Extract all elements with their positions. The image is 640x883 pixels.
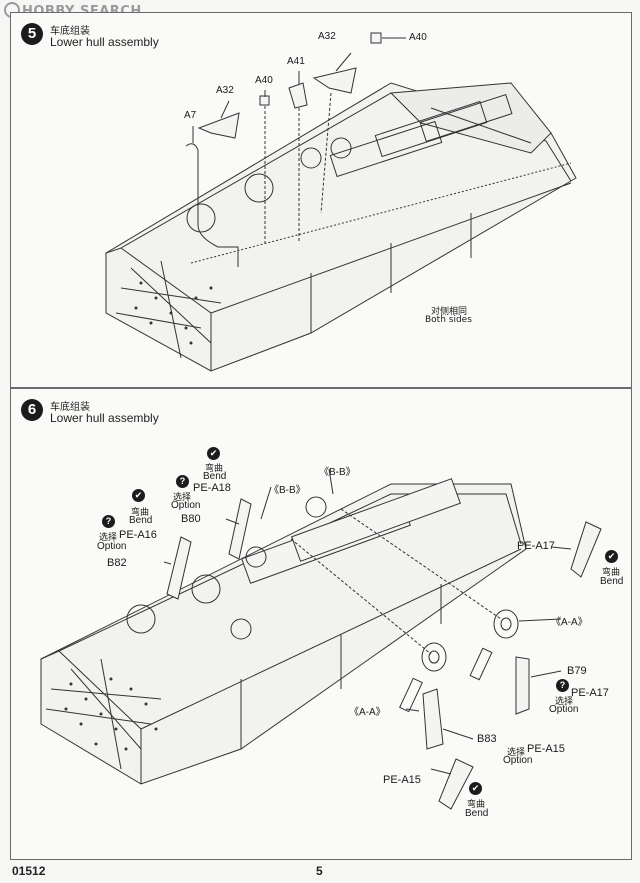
option-icon: ? xyxy=(102,515,115,528)
callout-bb-1: 《B-B》 xyxy=(319,467,356,478)
callout-pe-a15-bottom: PE-A15 xyxy=(383,774,421,786)
part-a40-top xyxy=(370,32,382,44)
product-code: 01512 xyxy=(12,864,46,878)
callout-b83: B83 xyxy=(477,733,497,745)
callout-a40-mid: A40 xyxy=(255,75,273,86)
plate-b83 xyxy=(422,688,444,750)
callout-a32-mid: A32 xyxy=(216,85,234,96)
step-5-drawing xyxy=(105,32,577,372)
callout-pe-a17-mid: PE-A17 xyxy=(571,687,609,699)
plate-b80 xyxy=(228,498,252,560)
part-a7 xyxy=(185,143,239,267)
idler-wheels xyxy=(421,609,519,672)
callout-pe-a16: PE-A16 xyxy=(119,529,157,541)
bend-icon: ✔ xyxy=(605,550,618,563)
bend-icon: ✔ xyxy=(132,489,145,502)
step-5-number: 5 xyxy=(21,23,43,45)
callout-a32-top: A32 xyxy=(318,31,336,42)
bend-icon: ✔ xyxy=(469,782,482,795)
step-6-drawing xyxy=(40,468,602,810)
bend-en-1: Bend xyxy=(203,471,227,482)
bend-en-4: Bend xyxy=(465,808,489,819)
step-5-title-cn: 车底组装 xyxy=(50,26,90,37)
option-cn-2: 选择 xyxy=(99,533,118,543)
step-6-number: 6 xyxy=(21,399,43,421)
bend-cn-2: 弯曲 xyxy=(131,508,150,518)
step-5-panel: 5 车底组装 Lower hull assembly xyxy=(10,12,632,388)
pe-a15-bottom xyxy=(438,758,474,810)
callout-b82: B82 xyxy=(107,557,127,569)
plate-b79 xyxy=(515,656,530,715)
callout-a41: A41 xyxy=(287,56,305,67)
callout-pe-a17-top: PE-A17 xyxy=(517,540,555,552)
pe-a17-top xyxy=(570,521,602,578)
suspension-units xyxy=(186,93,513,233)
option-cn-4: 选择 xyxy=(507,748,526,758)
callout-pe-a18: PE-A18 xyxy=(193,482,231,494)
callout-b80: B80 xyxy=(181,513,201,525)
callout-aa-2: 《A-A》 xyxy=(349,707,386,718)
callout-aa-1: 《A-A》 xyxy=(551,617,588,628)
bend-cn-1: 弯曲 xyxy=(205,464,224,474)
bend-icon: ✔ xyxy=(207,447,220,460)
step-5-title-en: Lower hull assembly xyxy=(50,35,159,49)
option-cn-1: 选择 xyxy=(173,493,192,503)
bend-cn-3: 弯曲 xyxy=(602,568,621,578)
glacis-plate xyxy=(115,260,222,359)
option-en-1: Option xyxy=(171,500,201,511)
step-6-title-cn: 车底组装 xyxy=(50,402,90,413)
pe-brackets xyxy=(438,521,602,810)
option-en-4: Option xyxy=(503,755,533,766)
option-en-2: Option xyxy=(97,541,127,552)
option-icon: ? xyxy=(556,679,569,692)
both-sides-cn: 对侧相同 xyxy=(431,307,468,317)
bend-en-2: Bend xyxy=(129,515,153,526)
option-en-3: Option xyxy=(549,704,579,715)
plate-b82 xyxy=(166,536,192,600)
part-a41 xyxy=(288,82,308,109)
page-number: 5 xyxy=(316,864,323,878)
step-6-title-en: Lower hull assembly xyxy=(50,411,159,425)
callout-a7: A7 xyxy=(184,110,197,121)
callout-pe-a15-right: PE-A15 xyxy=(527,743,565,755)
glacis-plate xyxy=(45,658,162,770)
suspension-units xyxy=(126,478,461,640)
part-a32-mid xyxy=(197,112,240,139)
bend-cn-4: 弯曲 xyxy=(467,800,486,810)
side-plates xyxy=(166,498,530,750)
part-a32-top xyxy=(312,67,357,94)
option-cn-3: 选择 xyxy=(555,697,574,707)
step-6-panel: 6 车底组装 Lower hull assembly xyxy=(10,388,632,860)
part-a40-mid xyxy=(259,95,270,106)
option-icon: ? xyxy=(176,475,189,488)
hull-body xyxy=(40,483,527,785)
callout-a40-top: A40 xyxy=(409,32,427,43)
callout-bb-2: 《B-B》 xyxy=(269,485,306,496)
callout-b79: B79 xyxy=(567,665,587,677)
stub-axles xyxy=(399,647,493,713)
bend-en-3: Bend xyxy=(600,576,624,587)
both-sides-en: Both sides xyxy=(425,315,472,325)
